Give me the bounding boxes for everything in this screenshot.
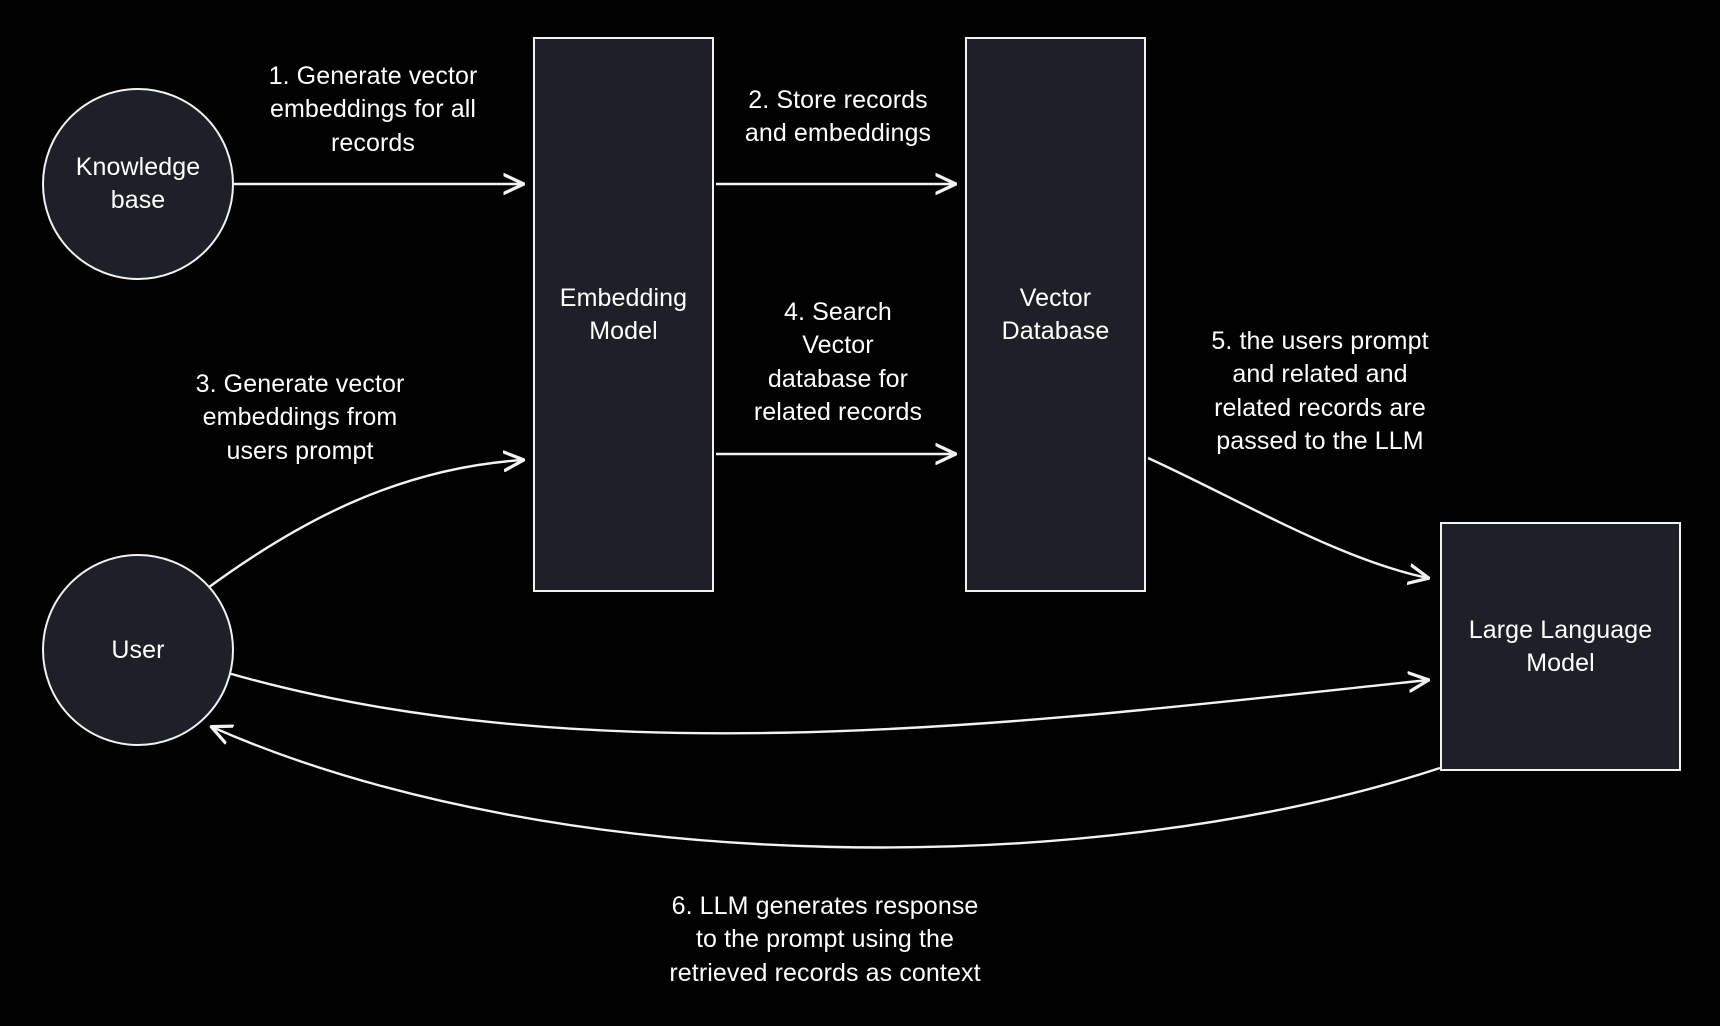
edge-label-step-5: 5. the users prompt and related and rela… xyxy=(1211,327,1429,455)
node-embedding-model-label: Embedding Model xyxy=(559,283,688,345)
edge-step-5-arrow xyxy=(1147,456,1428,578)
edge-step-6-arrow xyxy=(212,727,1441,849)
edge-label-step-4: 4. Search Vector database for related re… xyxy=(753,298,923,426)
edge-label-step-2: 2. Store records and embeddings xyxy=(744,86,932,148)
node-vector-database-label: Vector Database xyxy=(1001,283,1110,345)
edge-label-step-1: 1. Generate vector embeddings for all re… xyxy=(268,62,478,157)
node-user-label: User xyxy=(111,635,165,664)
node-large-language-model-label: Large Language Model xyxy=(1468,615,1653,677)
edge-step-3-arrow xyxy=(204,460,523,591)
edge-label-step-3: 3. Generate vector embeddings from users… xyxy=(195,370,405,465)
node-embedding-model[interactable]: Embedding Model xyxy=(533,37,714,592)
node-knowledge-base[interactable]: Knowledge base xyxy=(42,88,234,280)
node-user[interactable]: User xyxy=(42,554,234,746)
node-vector-database[interactable]: Vector Database xyxy=(965,37,1146,592)
edge-label-step-6: 6. LLM generates response to the prompt … xyxy=(669,892,981,987)
edge-user-to-llm-arrow xyxy=(227,673,1428,735)
node-knowledge-base-label: Knowledge base xyxy=(75,153,201,214)
node-large-language-model[interactable]: Large Language Model xyxy=(1440,522,1681,771)
